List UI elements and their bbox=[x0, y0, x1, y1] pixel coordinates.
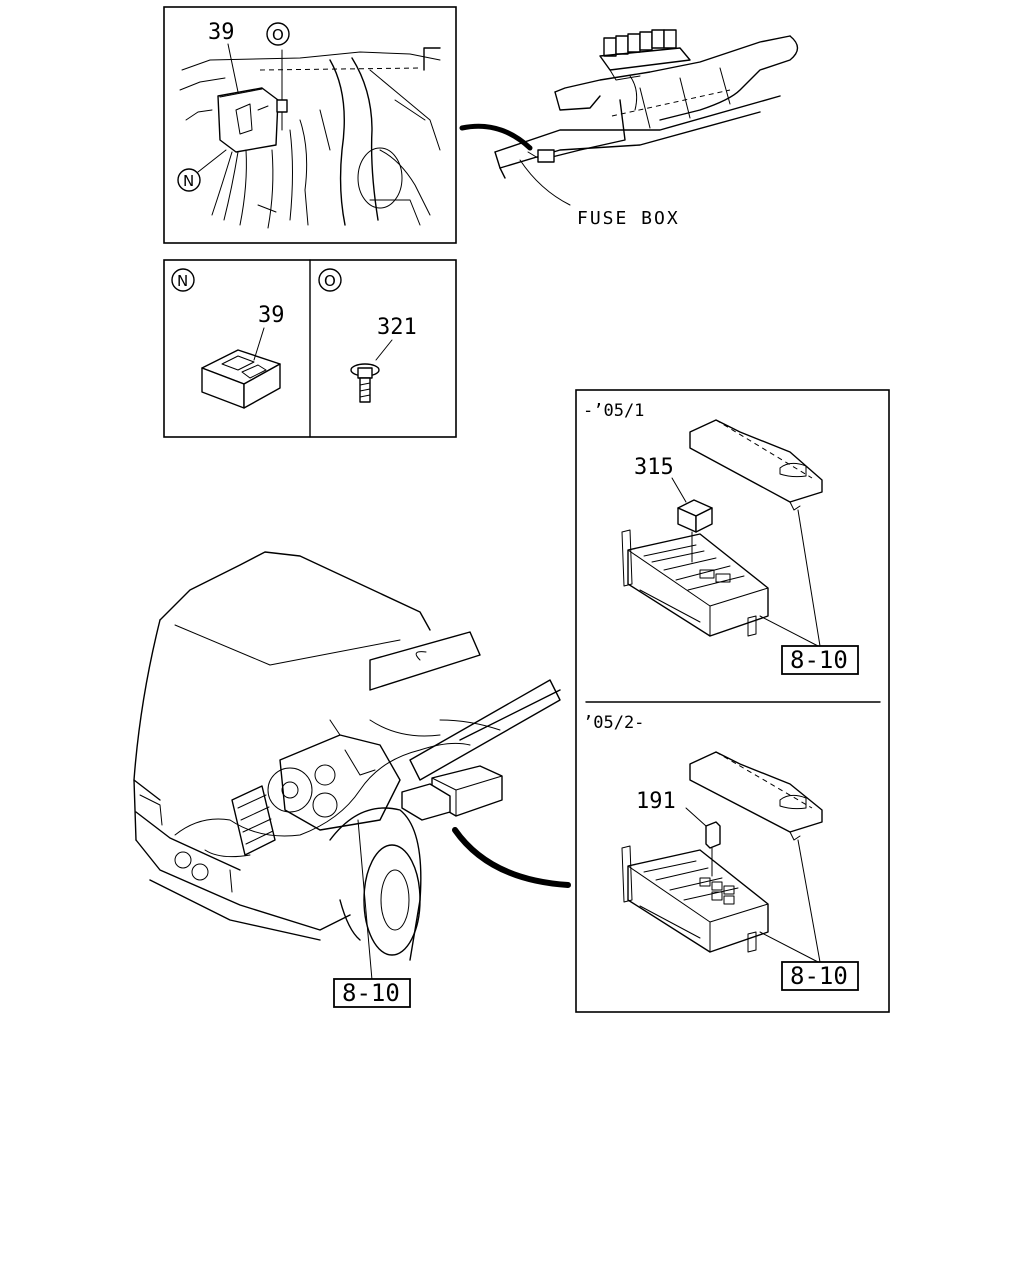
pointer-arrow-2 bbox=[452, 827, 571, 888]
relay-315 bbox=[671, 477, 713, 563]
truck-engine-bay: 8-10 bbox=[133, 551, 561, 1008]
relay-39 bbox=[201, 327, 281, 409]
variant-2-ref: 8-10 bbox=[790, 962, 848, 990]
variant-1-cover bbox=[689, 419, 823, 511]
variant-1-label: -’05/1 bbox=[583, 401, 644, 421]
variant-1-ref: 8-10 bbox=[790, 646, 848, 674]
panel-o-marker: O bbox=[324, 272, 336, 290]
callout-39: 39 bbox=[208, 20, 235, 45]
bolt-321 bbox=[350, 339, 393, 403]
variant-1-part: 315 bbox=[634, 455, 674, 480]
panel-o-part: 321 bbox=[377, 315, 417, 340]
variant-2-part: 191 bbox=[636, 789, 676, 814]
pointer-arrow bbox=[459, 123, 533, 151]
parts-panel-n-o: N O 39 321 bbox=[163, 259, 457, 438]
truck-ref: 8-10 bbox=[342, 979, 400, 1007]
fuse-box-assembly: FUSE BOX bbox=[494, 29, 799, 229]
variant-2-cover bbox=[689, 751, 823, 841]
panel-n-marker: N bbox=[177, 272, 188, 290]
relay-191 bbox=[685, 807, 721, 877]
fuse-box-label: FUSE BOX bbox=[577, 208, 680, 229]
variant-2-label: ’05/2- bbox=[583, 713, 644, 733]
fuse-box-variants-panel: -’05/1 bbox=[575, 389, 890, 1013]
variant-2-base bbox=[621, 845, 769, 953]
relay-mount-detail-panel: 39 O N bbox=[163, 6, 457, 244]
marker-n: N bbox=[183, 172, 194, 190]
panel-n-part: 39 bbox=[258, 303, 285, 328]
variant-1-base bbox=[621, 529, 769, 637]
marker-o: O bbox=[272, 26, 284, 44]
